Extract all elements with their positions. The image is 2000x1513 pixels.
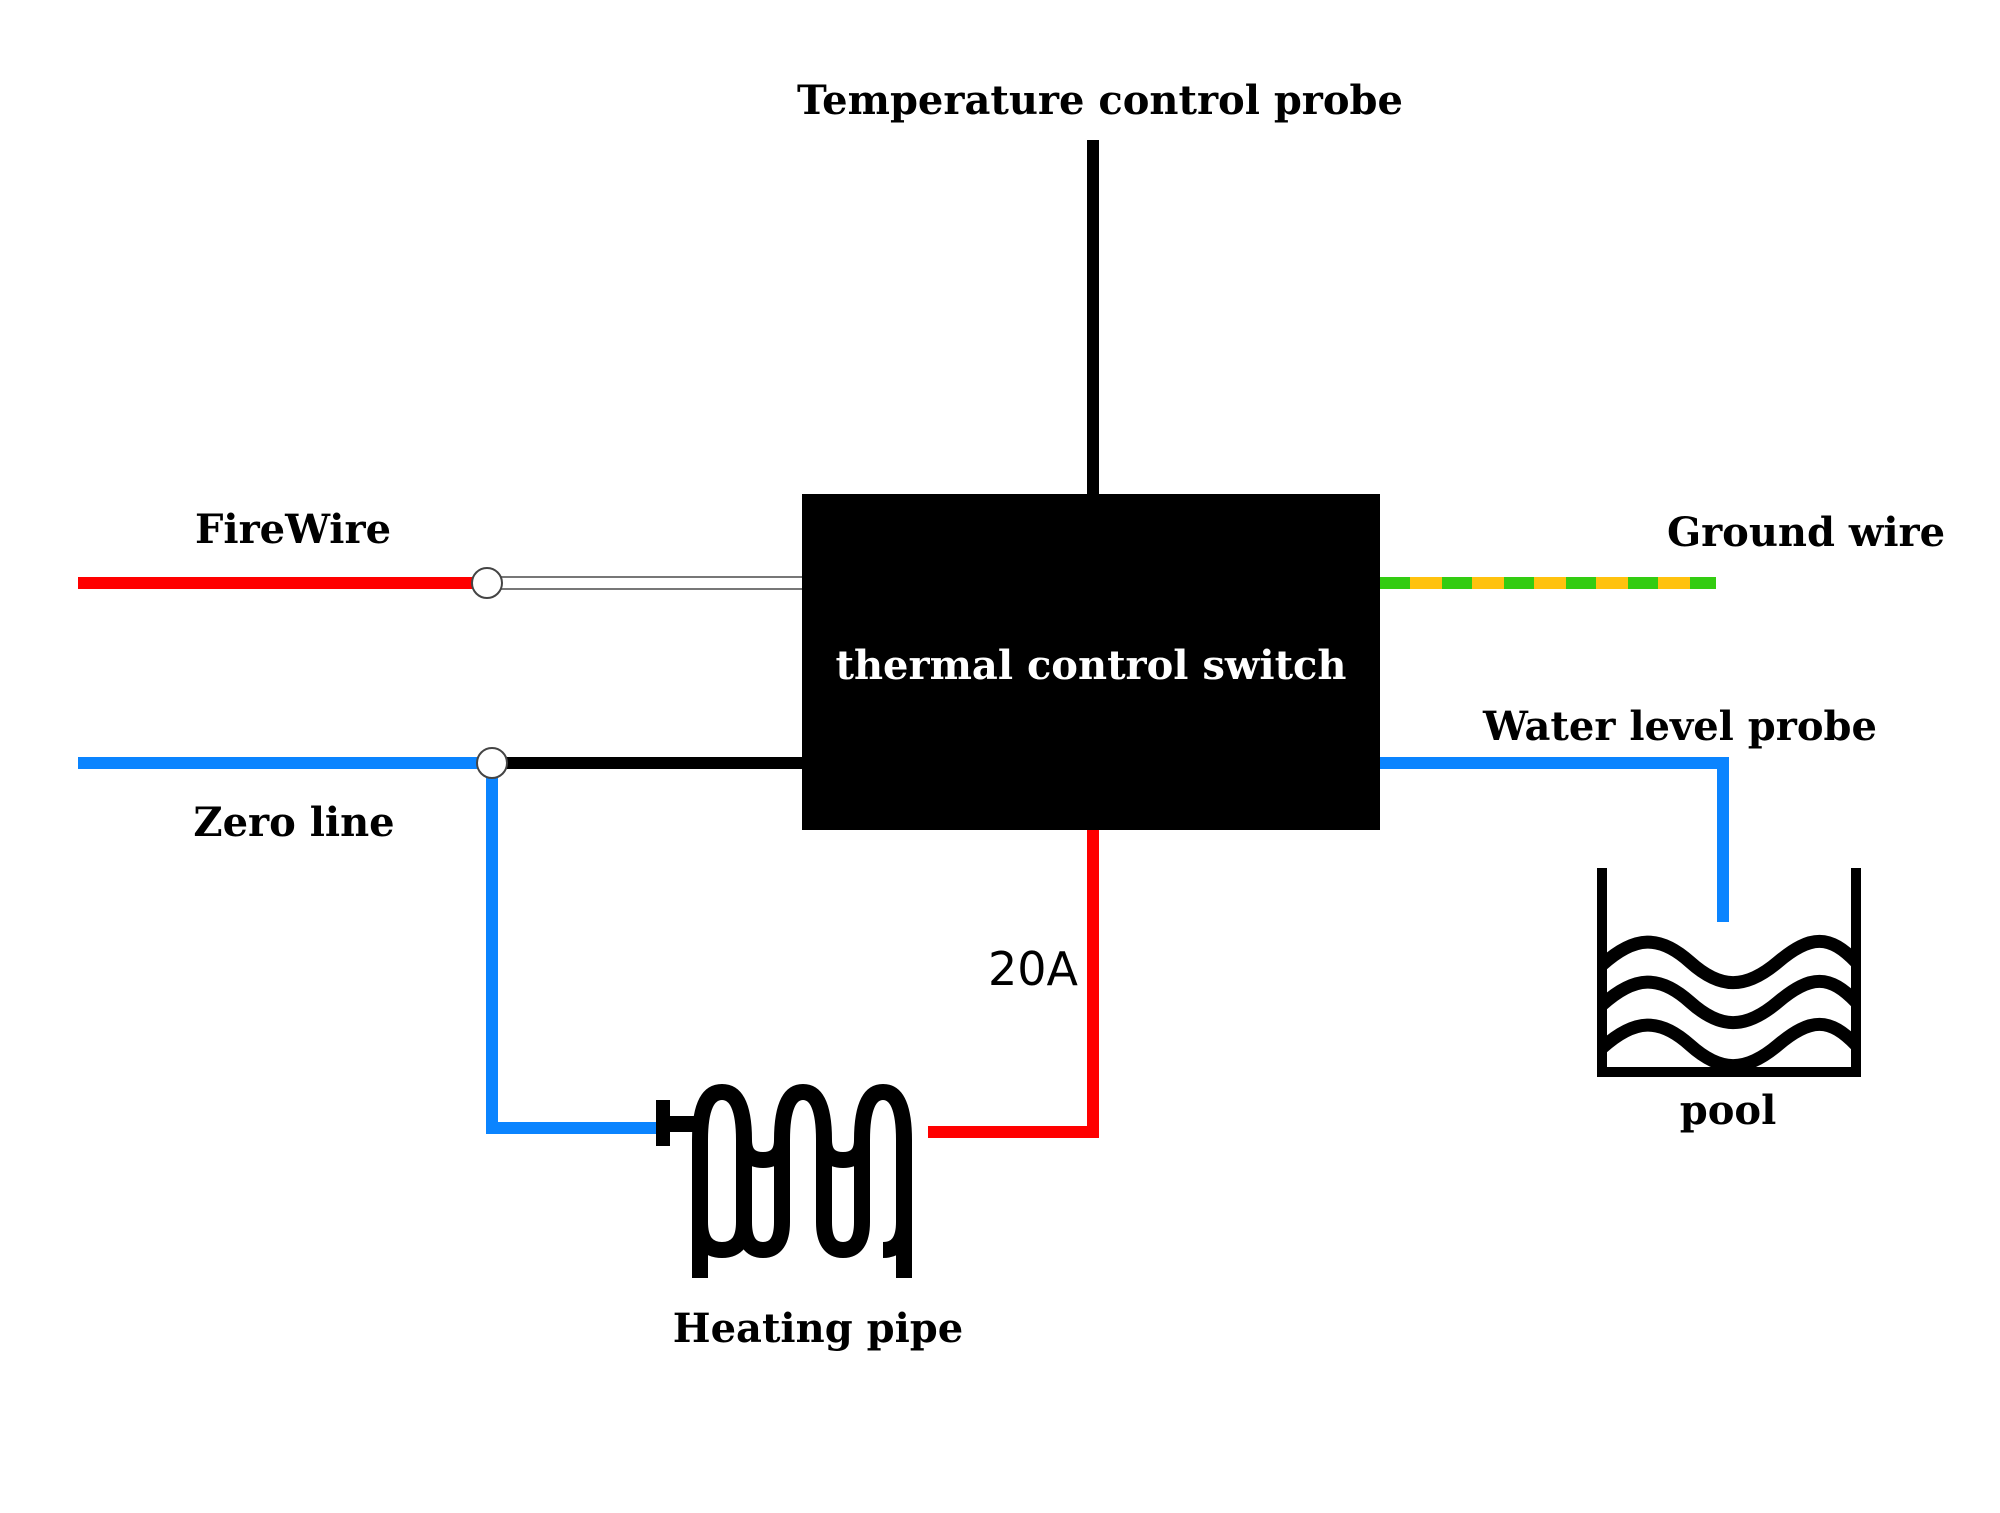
- heater-live-wire: [928, 828, 1099, 1138]
- temperature-probe-label: Temperature control probe: [797, 77, 1403, 124]
- zero-line-label: Zero line: [193, 799, 394, 846]
- firewire-internal-wire: [485, 576, 805, 590]
- water-level-probe-wire: [1380, 757, 1729, 922]
- current-rating-label: 20A: [988, 942, 1079, 996]
- water-tank-icon: [1597, 868, 1861, 1077]
- zero-line-junction: [476, 747, 508, 779]
- water-level-probe-label: Water level probe: [1482, 703, 1877, 750]
- firewire-junction: [471, 567, 503, 599]
- radiator-icon: [656, 1084, 912, 1278]
- pool-label: pool: [1680, 1087, 1777, 1134]
- ground-wire-label: Ground wire: [1667, 509, 1945, 556]
- firewire-label: FireWire: [195, 506, 391, 553]
- zero-to-heater-wire: [486, 763, 668, 1134]
- thermal-control-switch: [802, 494, 1380, 830]
- heating-pipe-label: Heating pipe: [673, 1305, 963, 1352]
- switch-label: thermal control switch: [836, 642, 1347, 689]
